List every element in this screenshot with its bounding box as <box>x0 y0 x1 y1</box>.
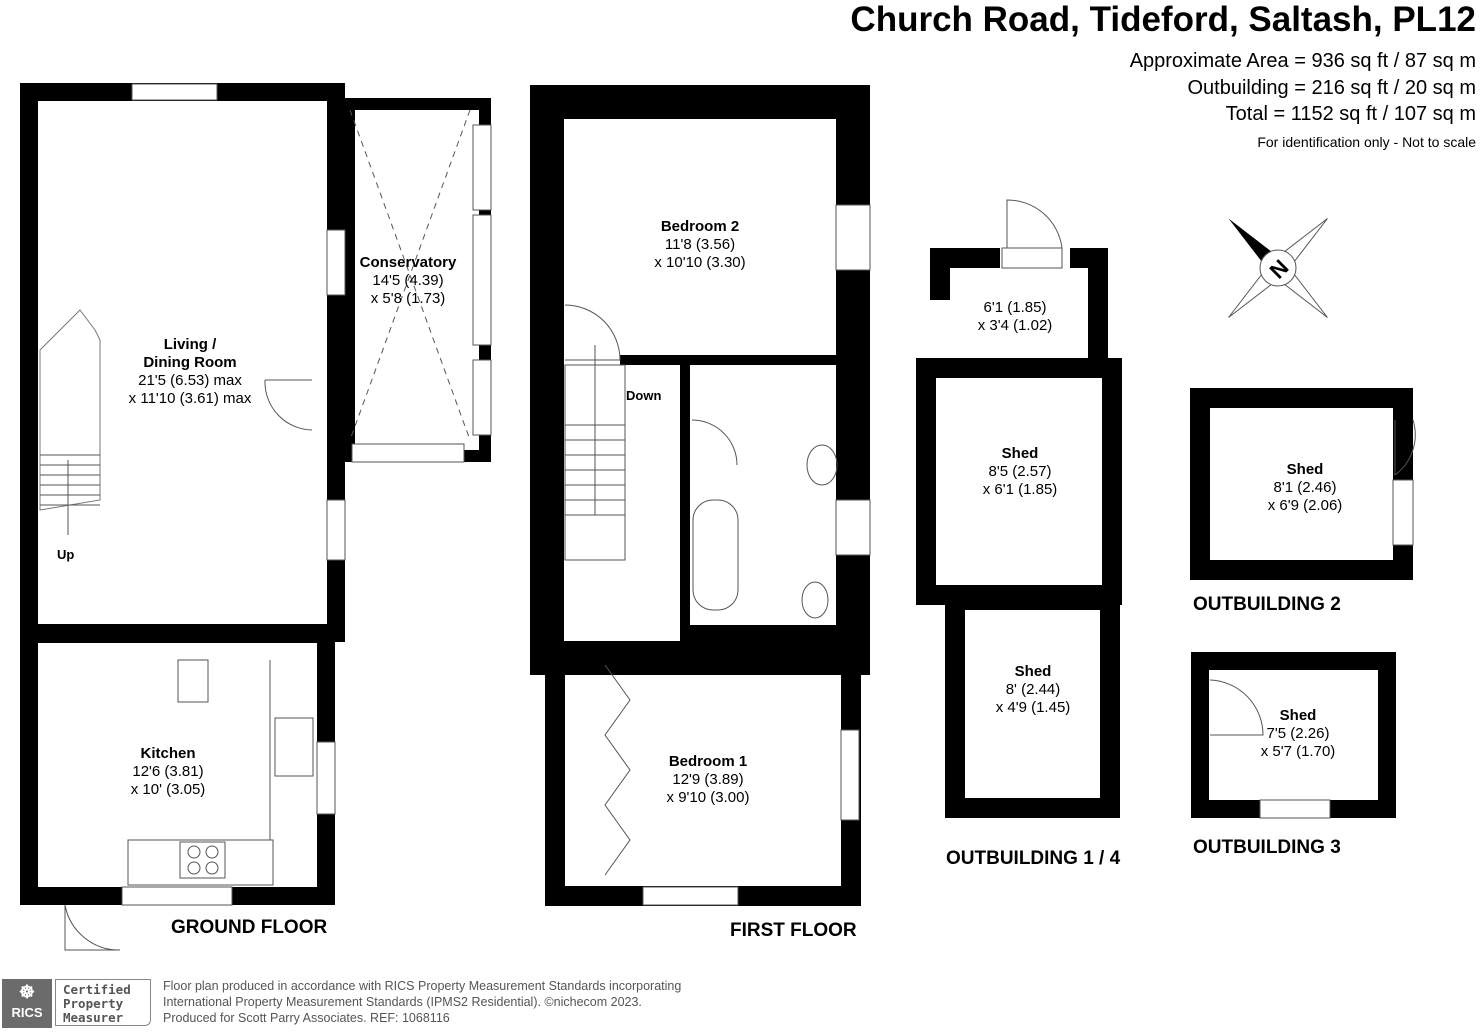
room-dim: 12'9 (3.89) <box>672 771 744 788</box>
footer-line: Floor plan produced in accordance with R… <box>163 979 682 993</box>
room-name: Shed <box>1279 707 1317 724</box>
rics-logo-text: RICS <box>11 1005 43 1020</box>
disclaimer: For identification only - Not to scale <box>1257 134 1476 150</box>
outbuilding-1-4-label: OUTBUILDING 1 / 4 <box>946 848 1121 869</box>
room-name: Conservatory <box>359 254 457 271</box>
footer-text: Floor plan produced in accordance with R… <box>163 978 681 1026</box>
room-dim: x 10'10 (3.30) <box>654 254 746 271</box>
doors-and-fixtures <box>39 109 1416 951</box>
stairs-up-label: Up <box>57 547 75 562</box>
footer-line: International Property Measurement Stand… <box>163 995 642 1009</box>
certified-badge: Certified Property Measurer <box>55 979 151 1026</box>
room-shed-4: Shed 8' (2.44) x 4'9 (1.45) <box>996 663 1071 717</box>
room-dim: x 6'9 (2.06) <box>1267 497 1343 514</box>
badge-line: Certified <box>63 982 131 997</box>
outbuilding-3-label: OUTBUILDING 3 <box>1193 837 1341 858</box>
room-dim: x 11'10 (3.61) max <box>128 390 252 407</box>
room-bedroom-1: Bedroom 1 12'9 (3.89) x 9'10 (3.00) <box>667 753 750 807</box>
room-name: Living / <box>163 336 217 353</box>
room-dim: x 9'10 (3.00) <box>666 789 750 806</box>
room-dim: 8' (2.44) <box>1005 681 1061 698</box>
outbuilding-1-4-walls <box>916 248 1122 818</box>
room-dim: x 5'8 (1.73) <box>370 290 446 307</box>
room-dim: 14'5 (4.39) <box>372 272 444 289</box>
room-name: Bedroom 2 <box>660 218 740 235</box>
room-store: 6'1 (1.85) x 3'4 (1.02) <box>978 299 1053 335</box>
windows <box>121 83 1414 906</box>
room-name: Shed <box>1014 663 1052 680</box>
room-conservatory: Conservatory 14'5 (4.39) x 5'8 (1.73) <box>360 254 457 308</box>
total-area: Total = 1152 sq ft / 107 sq m <box>1225 103 1476 125</box>
room-name: Kitchen <box>140 745 196 762</box>
ground-floor-label: GROUND FLOOR <box>171 917 328 938</box>
footer-line: Produced for Scott Parry Associates. REF… <box>163 1011 450 1025</box>
room-kitchen: Kitchen 12'6 (3.81) x 10' (3.05) <box>131 745 206 799</box>
room-name: Bedroom 1 <box>668 753 748 770</box>
room-name: Shed <box>1001 445 1039 462</box>
rics-logo: ☸ RICS <box>2 979 52 1028</box>
room-dim: 11'8 (3.56) <box>664 236 736 253</box>
stairs-down-label: Down <box>626 388 662 403</box>
room-name: Dining Room <box>143 354 237 371</box>
property-title: Church Road, Tideford, Saltash, PL12 <box>850 0 1476 39</box>
room-dim: x 5'7 (1.70) <box>1260 743 1336 760</box>
room-dim: 8'5 (2.57) <box>988 463 1052 480</box>
room-dim: x 4'9 (1.45) <box>995 699 1071 716</box>
room-shed-1: Shed 8'5 (2.57) x 6'1 (1.85) <box>983 445 1058 499</box>
room-dim: 7'5 (2.26) <box>1266 725 1330 742</box>
room-dim: 6'1 (1.85) <box>983 299 1047 316</box>
approx-area: Approximate Area = 936 sq ft / 87 sq m <box>1129 50 1476 72</box>
room-dim: 21'5 (6.53) max <box>138 372 242 389</box>
compass-icon <box>1228 218 1328 318</box>
room-dim: x 10' (3.05) <box>130 781 206 798</box>
badge-line: Measurer <box>63 1010 124 1025</box>
room-living-dining: Living / Dining Room 21'5 (6.53) max x 1… <box>129 336 252 408</box>
room-name: Shed <box>1286 461 1324 478</box>
outbuilding-area: Outbuilding = 216 sq ft / 20 sq m <box>1187 77 1476 99</box>
room-dim: 12'6 (3.81) <box>132 763 204 780</box>
badge-line: Property <box>63 996 124 1011</box>
room-bedroom-2: Bedroom 2 11'8 (3.56) x 10'10 (3.30) <box>654 218 745 272</box>
outbuilding-2-label: OUTBUILDING 2 <box>1193 594 1341 615</box>
lion-icon: ☸ <box>18 982 36 1002</box>
ground-floor-walls <box>20 83 491 905</box>
room-dim: x 6'1 (1.85) <box>982 481 1058 498</box>
room-shed-2: Shed 8'1 (2.46) x 6'9 (2.06) <box>1268 461 1343 515</box>
room-dim: 8'1 (2.46) <box>1273 479 1337 496</box>
room-dim: x 3'4 (1.02) <box>977 317 1053 334</box>
first-floor-label: FIRST FLOOR <box>730 920 857 941</box>
room-shed-3: Shed 7'5 (2.26) x 5'7 (1.70) <box>1261 707 1336 761</box>
